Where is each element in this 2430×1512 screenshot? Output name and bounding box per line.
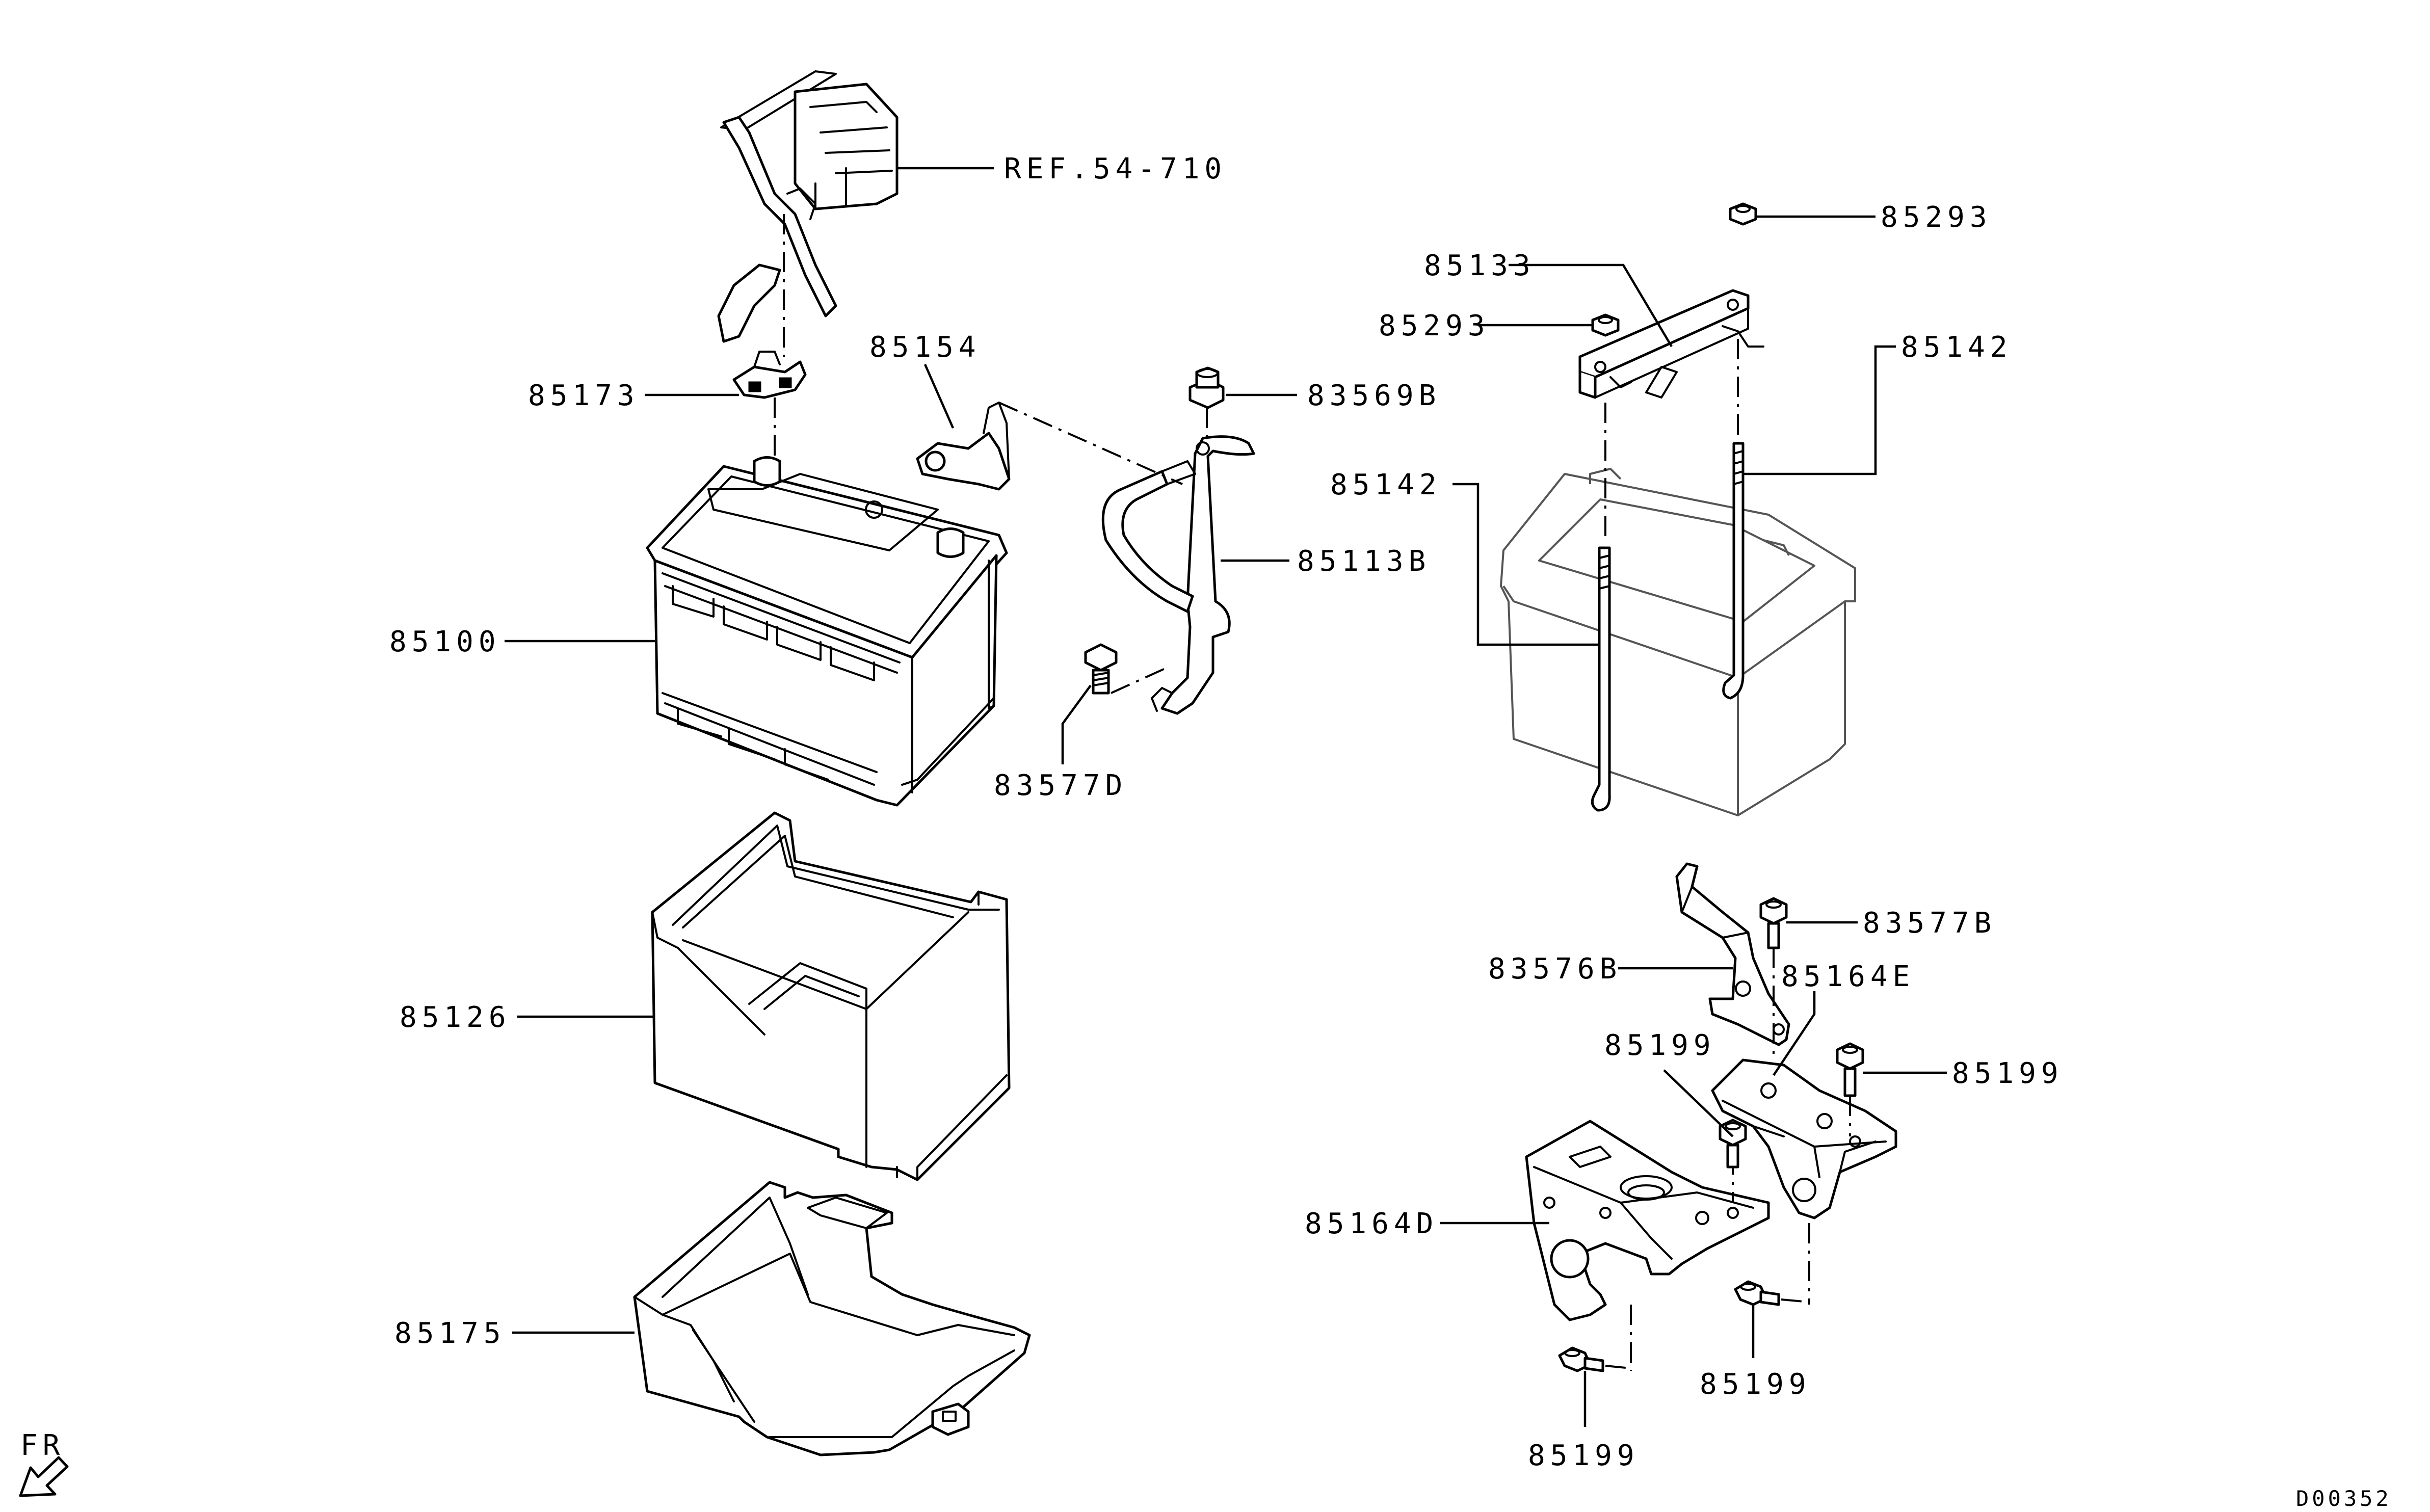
nut-83569B [1188,366,1225,443]
drawing-code: D00352 [2296,1486,2392,1511]
label-85175: 85175 [394,1317,506,1350]
label-85199-center: 85199 [1604,1029,1716,1062]
label-83576B: 83576B [1488,952,1622,986]
battery-cover-85175 [633,1181,1031,1456]
battery-outline-ghost [1500,468,1856,816]
label-83577D: 83577D [994,769,1127,802]
label-83577B: 83577B [1863,907,1996,940]
label-85154: 85154 [869,331,981,364]
label-85142-left: 85142 [1330,468,1442,501]
bolt-85199-lower-left [1558,1305,1632,1372]
label-85293-top: 85293 [1881,201,1992,234]
terminal-85154 [916,402,1011,491]
label-85164D: 85164D [1305,1207,1438,1240]
front-label: FR [20,1429,65,1462]
fuse-box-reference-part [717,70,899,357]
bolt-83577B [1759,897,1788,1060]
label-85173: 85173 [528,379,640,412]
label-85199-right: 85199 [1952,1057,2064,1090]
nut-85293-mid [1591,313,1620,337]
hold-down-rod-85142-left [1591,546,1611,812]
bracket-83576B [1675,862,1790,1046]
label-83569B: 83569B [1307,379,1441,412]
label-85126: 85126 [400,1001,511,1034]
bolt-85199-center [1719,1119,1747,1169]
label-85100: 85100 [389,625,501,658]
label-85164E: 85164E [1781,960,1915,993]
front-arrow-icon [19,1456,69,1497]
label-85133: 85133 [1424,249,1536,282]
label-ref-54-710: REF.54-710 [1004,152,1227,185]
battery-85100 [646,456,1008,807]
nut-85293-top [1729,202,1757,226]
bolt-85199-right [1836,1042,1864,1136]
label-85113B: 85113B [1297,545,1431,578]
battery-cable-85113B [1101,435,1255,715]
leader-lines [505,167,1947,1427]
label-85199-lower-right: 85199 [1700,1368,1811,1401]
bolt-83577D [1084,643,1168,695]
label-85199-lower-left: 85199 [1528,1439,1640,1472]
terminal-85173 [732,351,807,399]
bracket-85164E [1711,1058,1897,1219]
label-85142-right: 85142 [1901,331,2013,364]
front-direction-indicator: FR [19,1429,69,1497]
bolt-85199-lower-right [1734,1223,1810,1306]
battery-tray-85126 [651,811,1011,1181]
label-85293-mid: 85293 [1379,309,1490,342]
hold-down-rod-85142-right [1722,442,1745,700]
